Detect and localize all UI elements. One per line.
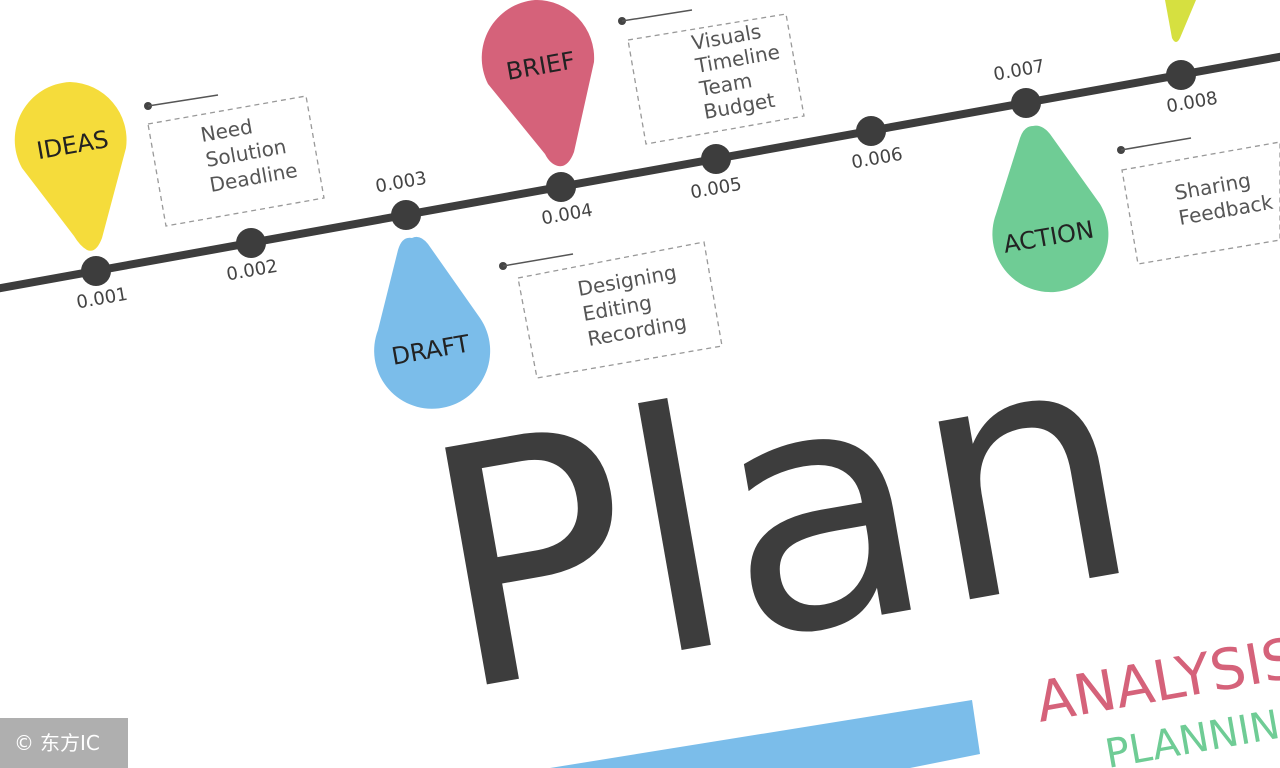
tick-label: 0.005 bbox=[689, 174, 743, 204]
timeline-node bbox=[391, 200, 421, 230]
pin-brief: BRIEF bbox=[481, 0, 595, 167]
pin-extra bbox=[1165, 0, 1196, 42]
tick-label: 0.007 bbox=[992, 56, 1046, 86]
pin-action: ACTION bbox=[992, 125, 1109, 293]
note-connector bbox=[147, 94, 219, 107]
tick-label: 0.004 bbox=[540, 200, 594, 230]
timeline-node bbox=[81, 256, 111, 286]
timeline-node bbox=[546, 172, 576, 202]
note-connector bbox=[1120, 137, 1192, 151]
note-box bbox=[1121, 141, 1280, 265]
pin-draft: DRAFT bbox=[374, 236, 491, 409]
note-action: Sharing Feedback bbox=[1117, 137, 1280, 265]
timeline-node bbox=[1011, 88, 1041, 118]
note-connector bbox=[621, 9, 693, 22]
timeline-node bbox=[236, 228, 266, 258]
note-box bbox=[147, 95, 325, 227]
pin-action-shape bbox=[992, 125, 1109, 293]
note-ideas: Need Solution Deadline bbox=[144, 94, 325, 227]
note-box bbox=[517, 241, 723, 379]
watermark-text: 东方IC bbox=[40, 731, 100, 755]
timeline-line bbox=[0, 52, 1280, 293]
pin-ideas: IDEAS bbox=[14, 82, 127, 251]
tick-label: 0.001 bbox=[75, 284, 129, 314]
pin-brief-shape bbox=[481, 0, 595, 167]
pin-draft-shape bbox=[374, 236, 491, 409]
timeline-node bbox=[1166, 60, 1196, 90]
copyright-icon: © bbox=[14, 731, 34, 755]
pin-ideas-shape bbox=[14, 82, 127, 251]
note-connector bbox=[502, 253, 574, 267]
note-box bbox=[627, 13, 805, 145]
timeline-node bbox=[701, 144, 731, 174]
timeline-node bbox=[856, 116, 886, 146]
watermark: © 东方IC bbox=[0, 718, 128, 768]
headline-accent-bar bbox=[550, 700, 980, 768]
pin-extra-shape bbox=[1165, 0, 1196, 42]
tick-label: 0.003 bbox=[374, 168, 428, 198]
tick-label: 0.008 bbox=[1165, 88, 1219, 118]
tick-label: 0.006 bbox=[850, 144, 904, 174]
tick-label: 0.002 bbox=[225, 256, 279, 286]
timeline-nodes bbox=[81, 60, 1196, 286]
note-brief: Visuals Timeline Team Budget bbox=[618, 9, 805, 145]
